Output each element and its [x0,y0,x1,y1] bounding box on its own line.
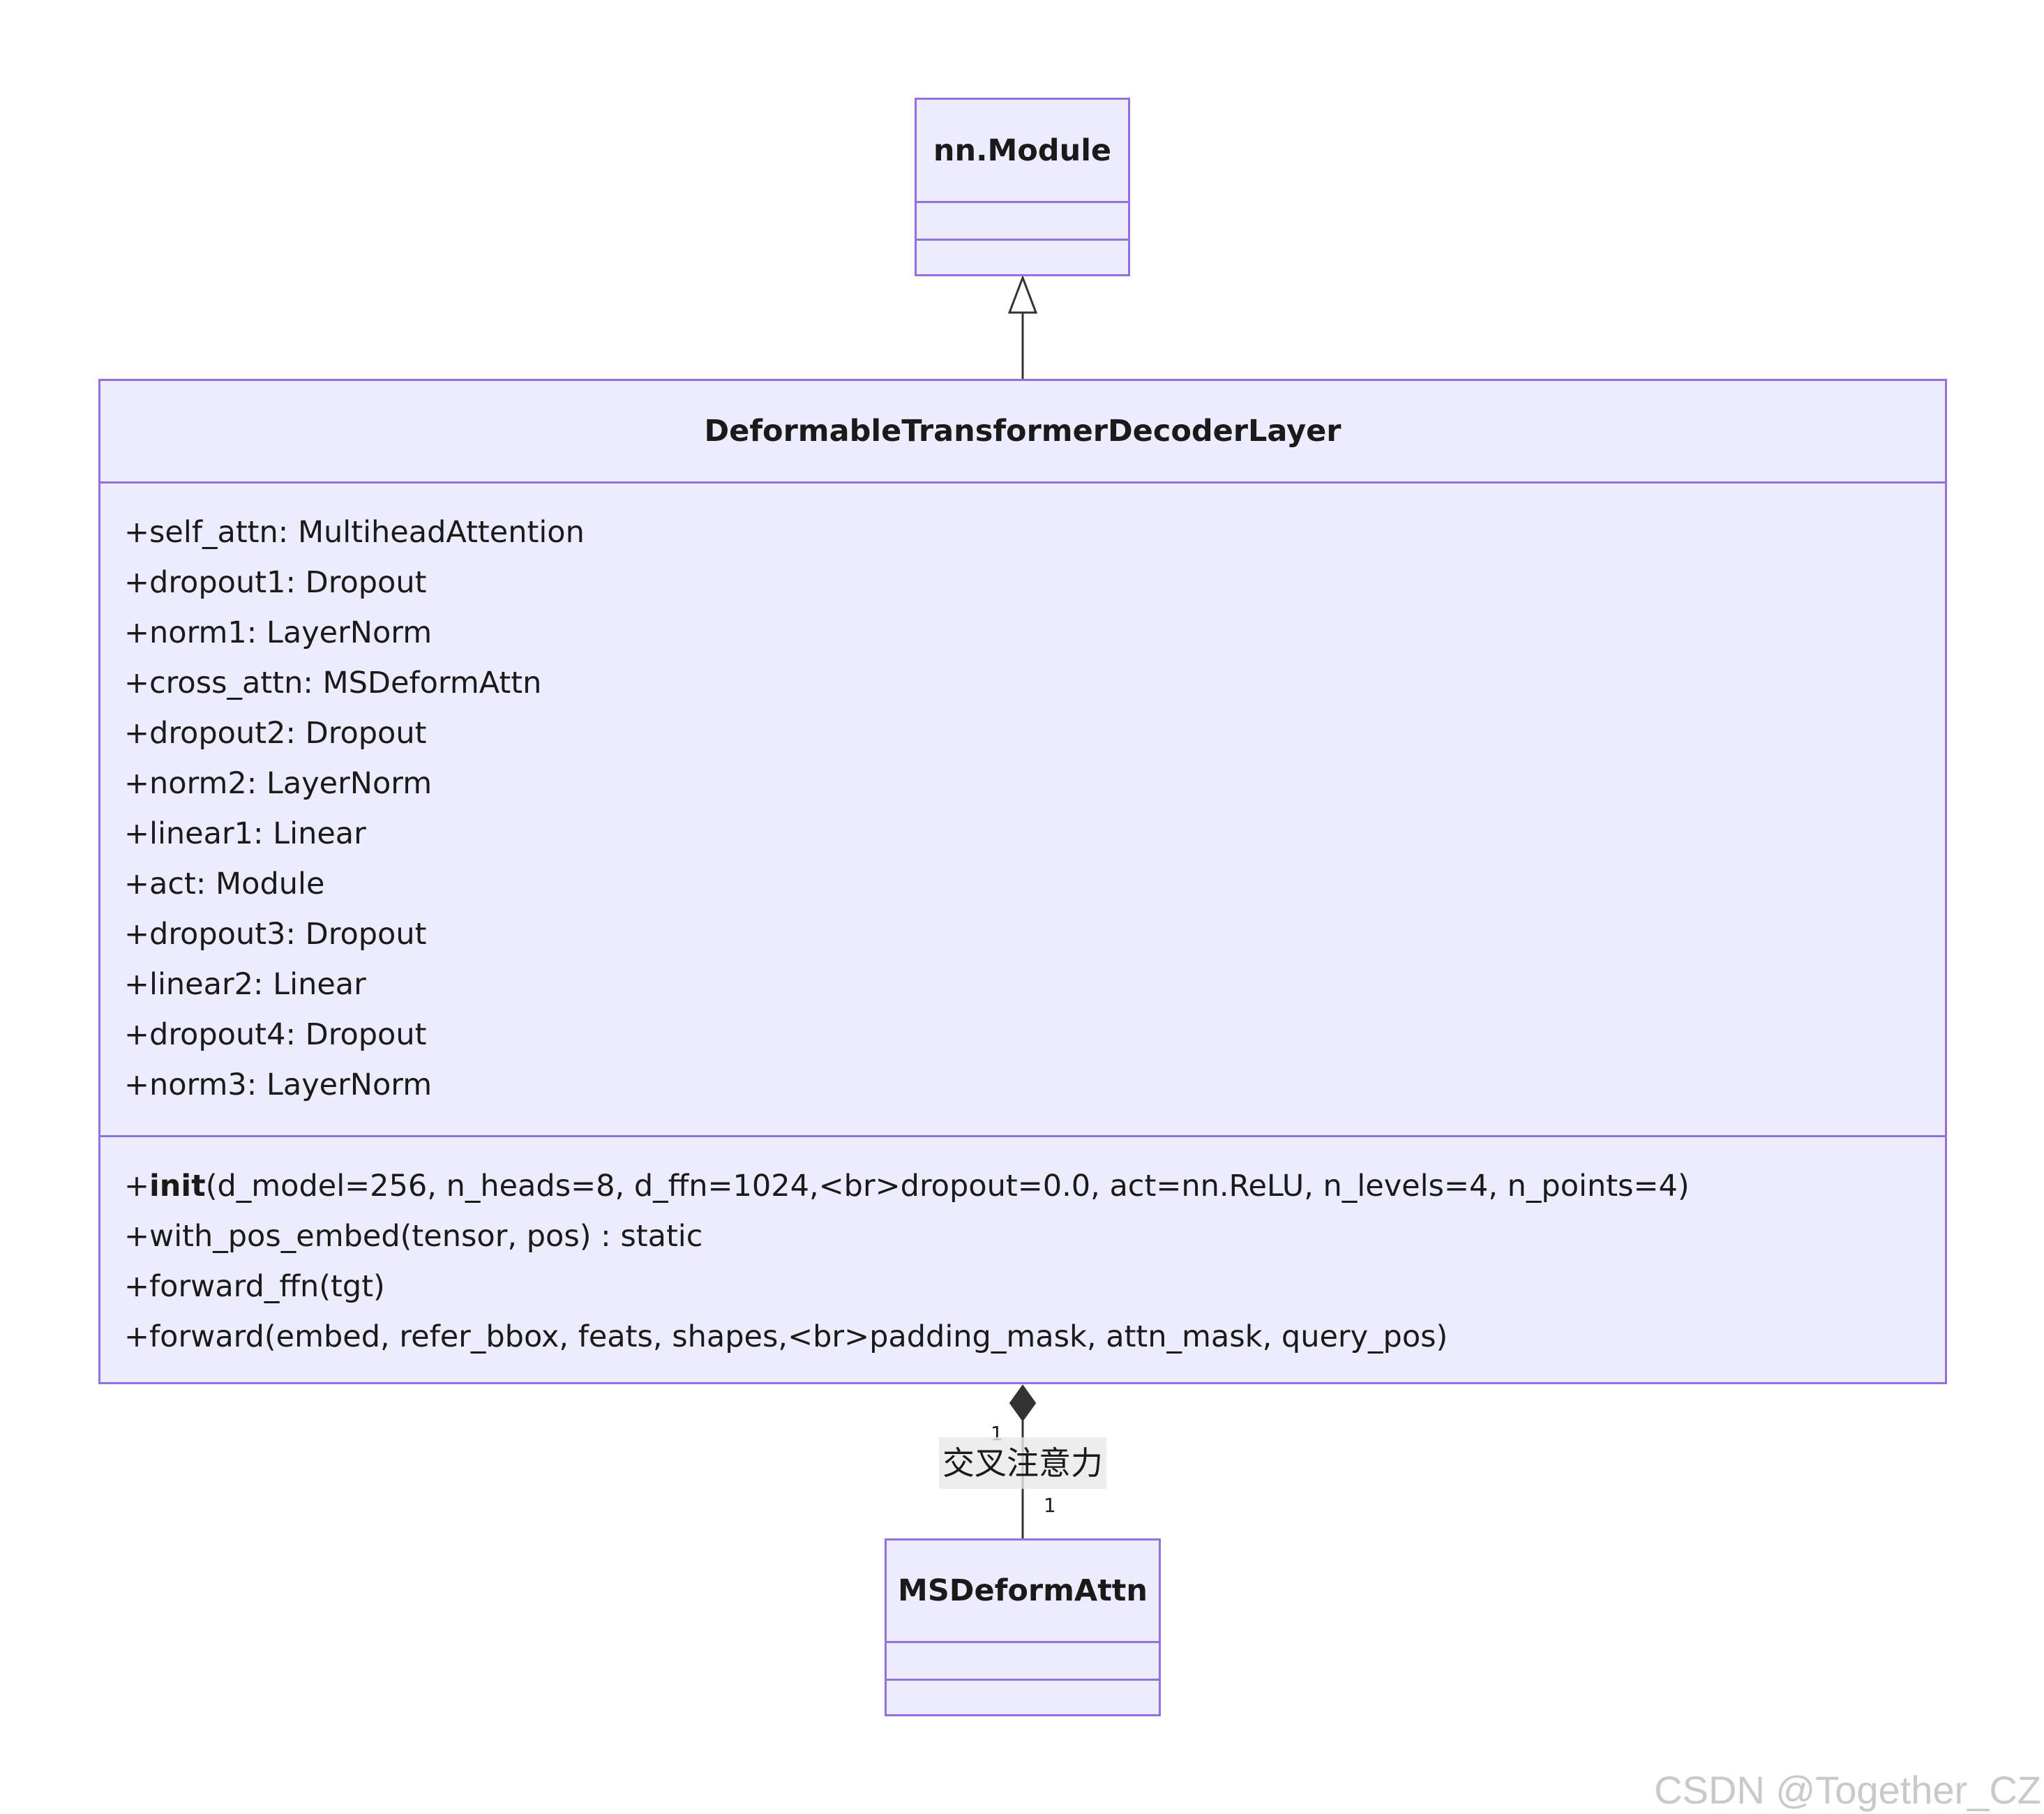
methods-section [887,1681,1159,1718]
attribute: +dropout3: Dropout [124,917,427,952]
class-msdeform-attn[interactable]: MSDeformAttn [885,1538,1161,1716]
attribute: +norm2: LayerNorm [124,766,433,801]
method-init: +init(d_model=256, n_heads=8, d_ffn=1024… [100,1161,1945,1211]
attribute: +self_attn: MultiheadAttention [124,515,585,550]
class-name: MSDeformAttn [887,1541,1159,1643]
method-prefix: + [124,1169,150,1204]
attributes-section [917,203,1128,241]
attributes-section [887,1643,1159,1681]
multiplicity-target: 1 [1044,1494,1056,1517]
class-name: DeformableTransformerDecoderLayer [100,381,1945,484]
method: +forward_ffn(tgt) [124,1269,385,1304]
method: +forward(embed, refer_bbox, feats, shape… [124,1319,1448,1354]
watermark: CSDN @Together_CZ [1654,1768,2041,1812]
methods-section [917,241,1128,278]
attributes-section: +self_attn: MultiheadAttention +dropout1… [100,484,1945,1137]
methods-section: +init(d_model=256, n_heads=8, d_ffn=1024… [100,1137,1945,1382]
inheritance-arrowhead [1007,274,1038,314]
attribute: +cross_attn: MSDeformAttn [124,666,542,700]
class-nn-module[interactable]: nn.Module [915,98,1130,276]
attribute: +dropout1: Dropout [124,565,427,600]
attribute: +norm3: LayerNorm [124,1067,433,1102]
method: +with_pos_embed(tensor, pos) : static [124,1219,703,1254]
class-name: nn.Module [917,100,1128,203]
class-deformable-transformer-decoder-layer[interactable]: DeformableTransformerDecoderLayer +self_… [98,379,1947,1384]
attribute: +act: Module [124,867,325,901]
attribute: +dropout4: Dropout [124,1017,427,1052]
composition-diamond [1009,1384,1037,1422]
method-params: (d_model=256, n_heads=8, d_ffn=1024,<br>… [205,1169,1690,1204]
attribute: +linear1: Linear [124,816,366,851]
attribute: +norm1: LayerNorm [124,615,433,650]
composition-label: 交叉注意力 [939,1437,1106,1489]
attribute: +dropout2: Dropout [124,716,427,751]
method-name: init [149,1169,206,1204]
attribute: +linear2: Linear [124,967,366,1002]
